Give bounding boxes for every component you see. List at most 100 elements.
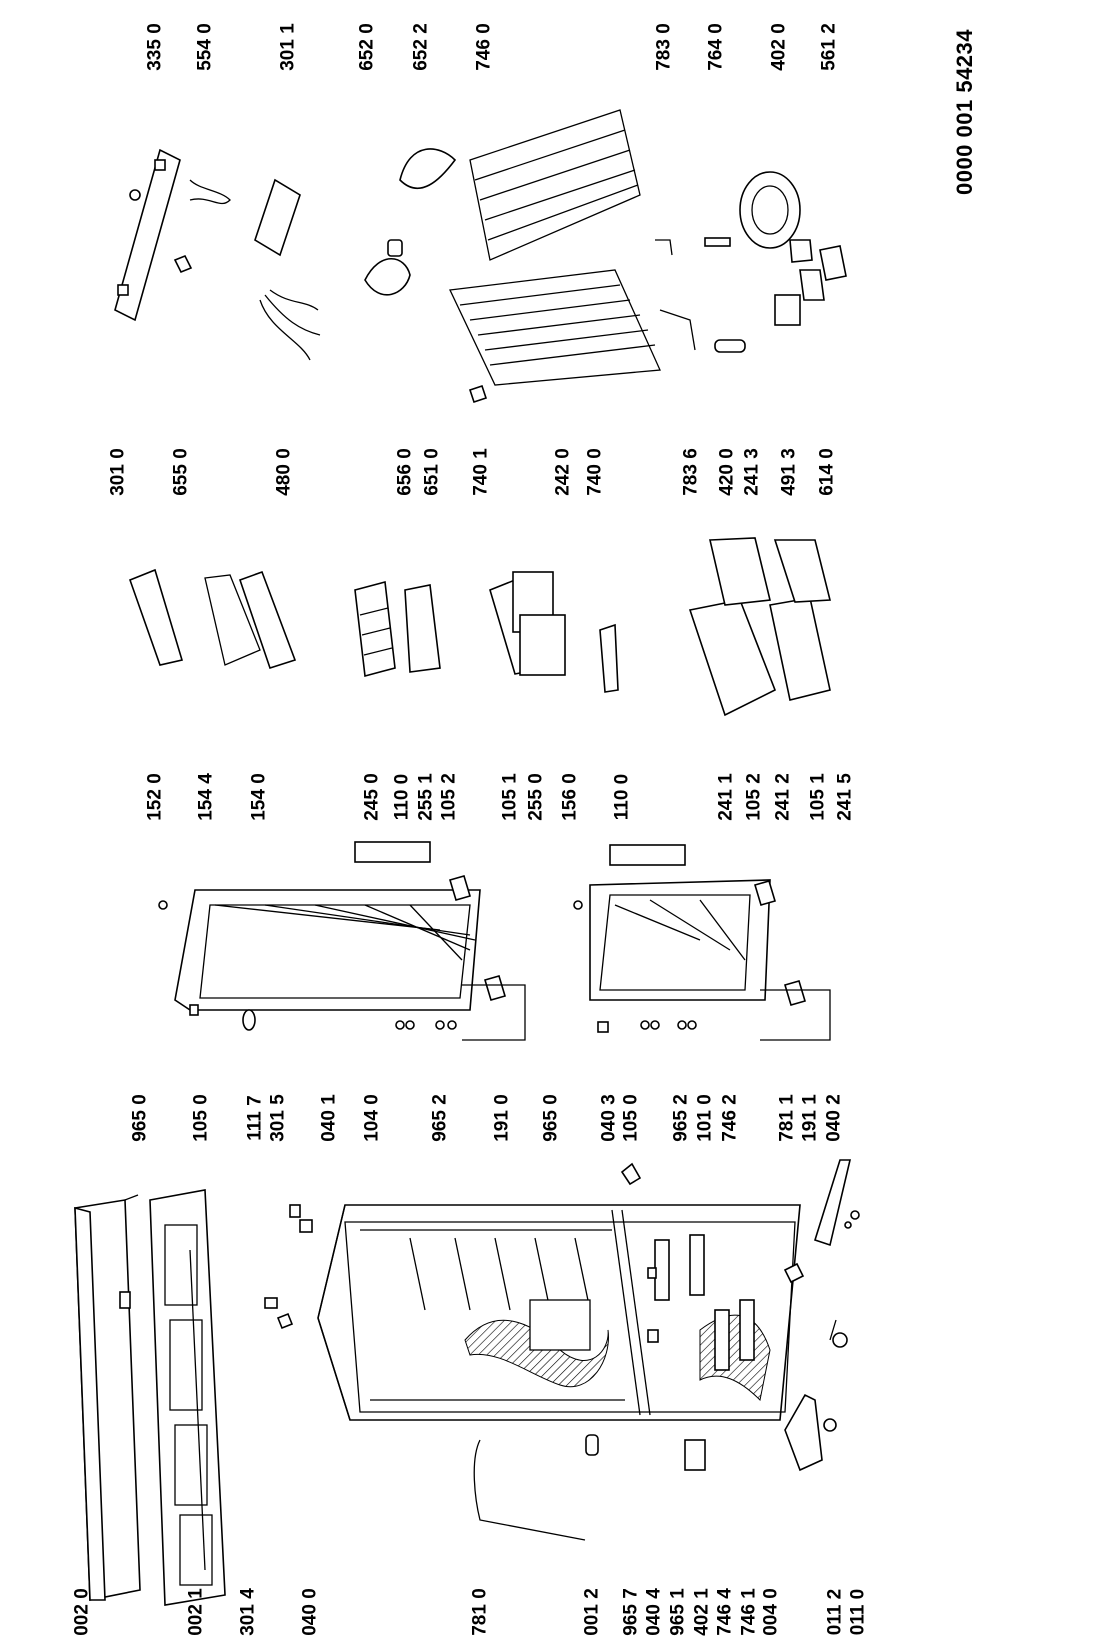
evaporator-746-0 [469, 109, 641, 261]
compressor-402-0 [739, 171, 847, 326]
label-105-2-b: 105 2 [743, 773, 765, 821]
label-191-1: 191 1 [799, 1094, 821, 1142]
label-554-0: 554 0 [194, 23, 216, 71]
label-656-0: 656 0 [394, 448, 416, 496]
label-110-0-b: 110 0 [611, 773, 633, 821]
label-152-0: 152 0 [144, 773, 166, 821]
freezer-drawers-255-242 [489, 571, 619, 693]
label-004-0: 004 0 [760, 1588, 782, 1636]
misc-cabinet-parts [289, 1162, 805, 1471]
label-746-4: 746 4 [714, 1588, 736, 1636]
label-491-3: 491 3 [778, 448, 800, 496]
label-965-2-b: 965 2 [670, 1094, 692, 1142]
glass-shelves-245-255 [354, 580, 441, 678]
label-154-0: 154 0 [248, 773, 270, 821]
label-241-3: 241 3 [741, 448, 763, 496]
label-651-0: 651 0 [421, 448, 443, 496]
capillary-783 [655, 237, 746, 353]
label-105-2-a: 105 2 [438, 773, 460, 821]
label-105-1-b: 105 1 [807, 773, 829, 821]
label-402-0: 402 0 [768, 23, 790, 71]
label-420-0: 420 0 [716, 448, 738, 496]
label-105-1-a: 105 1 [499, 773, 521, 821]
label-001-2: 001 2 [581, 1588, 603, 1636]
small-clip-301-4 [264, 1297, 278, 1309]
label-040-4: 040 4 [643, 1588, 665, 1636]
label-740-0: 740 0 [584, 448, 606, 496]
label-241-5: 241 5 [834, 773, 856, 821]
control-panel-301-0 [114, 148, 231, 322]
label-402-1: 402 1 [691, 1588, 713, 1636]
label-156-0: 156 0 [559, 773, 581, 821]
bracket-040-2 [814, 1159, 860, 1247]
label-746-0: 746 0 [473, 23, 495, 71]
label-965-0-b: 965 0 [540, 1094, 562, 1142]
label-105-0-b: 105 0 [620, 1094, 642, 1142]
feet-011 [823, 1319, 848, 1432]
label-002-1: 002 1 [185, 1588, 207, 1636]
label-746-1: 746 1 [738, 1588, 760, 1636]
label-105-0-a: 105 0 [190, 1094, 212, 1142]
label-245-0: 245 0 [361, 773, 383, 821]
hinge-004-0 [784, 1393, 823, 1472]
label-040-2: 040 2 [823, 1094, 845, 1142]
condenser-740-0 [449, 269, 661, 404]
label-301-1: 301 1 [277, 23, 299, 71]
label-561-2: 561 2 [818, 23, 840, 71]
label-781-0: 781 0 [469, 1588, 491, 1636]
label-011-0: 011 0 [847, 1588, 869, 1636]
label-781-1: 781 1 [776, 1094, 798, 1142]
label-740-1: 740 1 [470, 448, 492, 496]
label-111-7: 111 7 [244, 1095, 266, 1141]
crisper-bins-241 [688, 537, 832, 717]
label-040-3: 040 3 [598, 1094, 620, 1142]
label-965-2-a: 965 2 [429, 1094, 451, 1142]
top-frame-002-1 [149, 1189, 226, 1606]
label-242-0: 242 0 [552, 448, 574, 496]
label-335-0: 335 0 [144, 23, 166, 71]
label-255-0: 255 0 [525, 773, 547, 821]
label-191-0: 191 0 [491, 1094, 513, 1142]
lamp-parts-65x [364, 148, 457, 296]
label-241-2: 241 2 [772, 773, 794, 821]
label-241-1: 241 1 [715, 773, 737, 821]
label-614-0: 614 0 [816, 448, 838, 496]
label-040-0: 040 0 [299, 1588, 321, 1636]
label-764-0: 764 0 [705, 23, 727, 71]
label-002-0: 002 0 [71, 1588, 93, 1636]
label-965-1: 965 1 [667, 1588, 689, 1636]
label-011-2: 011 2 [824, 1588, 846, 1636]
cable-781-0 [473, 1439, 586, 1541]
label-040-1: 040 1 [318, 1094, 340, 1142]
label-255-1: 255 1 [415, 773, 437, 821]
label-783-6: 783 6 [680, 448, 702, 496]
label-652-2: 652 2 [410, 23, 432, 71]
label-655-0: 655 0 [170, 448, 192, 496]
top-cover-002-0 [74, 1194, 141, 1601]
document-id: 0000 001 54234 [952, 28, 977, 196]
label-965-7: 965 7 [620, 1588, 642, 1636]
freezer-door-104-0 [174, 889, 481, 1011]
label-652-0: 652 0 [356, 23, 378, 71]
cabinet-body [317, 1204, 801, 1421]
label-783-0: 783 0 [653, 23, 675, 71]
label-746-2: 746 2 [719, 1094, 741, 1142]
small-part-001-2 [585, 1434, 599, 1456]
wiring-480-0 [259, 289, 321, 361]
label-110-0-a: 110 0 [391, 773, 413, 821]
label-965-0-a: 965 0 [129, 1094, 151, 1142]
clip-040-0 [276, 1312, 294, 1330]
label-104-0: 104 0 [361, 1094, 383, 1142]
fridge-door-101-0 [573, 844, 831, 1041]
label-480-0: 480 0 [273, 448, 295, 496]
freezer-door-hinges [158, 841, 526, 1041]
label-101-0: 101 0 [694, 1094, 716, 1142]
label-301-5: 301 5 [267, 1094, 289, 1142]
label-301-0: 301 0 [107, 448, 129, 496]
label-301-4: 301 4 [237, 1588, 259, 1636]
label-154-4: 154 4 [195, 773, 217, 821]
door-shelves-152-154 [128, 568, 297, 670]
cover-301-1 [254, 178, 301, 257]
